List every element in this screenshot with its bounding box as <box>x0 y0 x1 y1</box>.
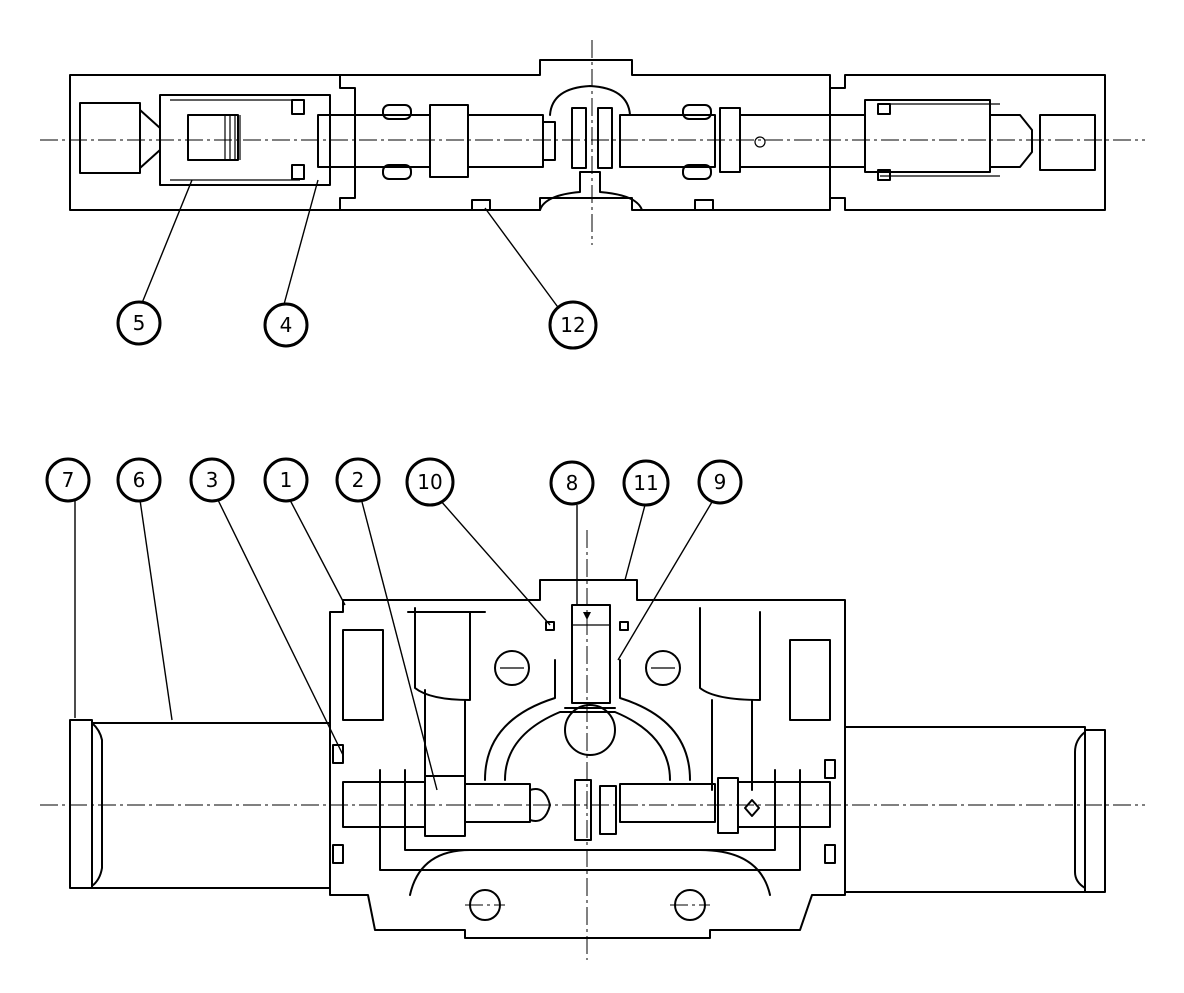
callout-12: 12 <box>548 300 598 350</box>
top-view-callouts: 5 4 12 <box>116 179 598 350</box>
callout-3: 3 <box>189 457 235 503</box>
svg-text:8: 8 <box>566 471 579 495</box>
callout-1: 1 <box>263 457 309 503</box>
svg-text:6: 6 <box>133 468 146 492</box>
section-view-callouts: 7 6 3 1 2 10 8 11 <box>45 457 743 791</box>
svg-text:12: 12 <box>560 313 585 337</box>
svg-text:4: 4 <box>280 313 293 337</box>
svg-text:5: 5 <box>133 311 146 335</box>
callout-10: 10 <box>405 457 455 507</box>
callout-11: 11 <box>622 459 670 507</box>
svg-text:9: 9 <box>714 470 727 494</box>
callout-5: 5 <box>116 300 162 346</box>
top-view-outline <box>40 40 1145 245</box>
callout-4: 4 <box>263 302 309 348</box>
callout-7: 7 <box>45 457 91 503</box>
callout-2: 2 <box>335 457 381 503</box>
callout-9: 9 <box>697 459 743 505</box>
callout-8: 8 <box>549 460 595 506</box>
svg-text:7: 7 <box>62 468 75 492</box>
callout-6: 6 <box>116 457 162 503</box>
svg-text:2: 2 <box>352 468 365 492</box>
svg-text:11: 11 <box>633 471 658 495</box>
svg-text:10: 10 <box>417 470 442 494</box>
svg-text:3: 3 <box>206 468 219 492</box>
section-view-outline <box>40 530 1145 960</box>
svg-text:1: 1 <box>280 468 293 492</box>
